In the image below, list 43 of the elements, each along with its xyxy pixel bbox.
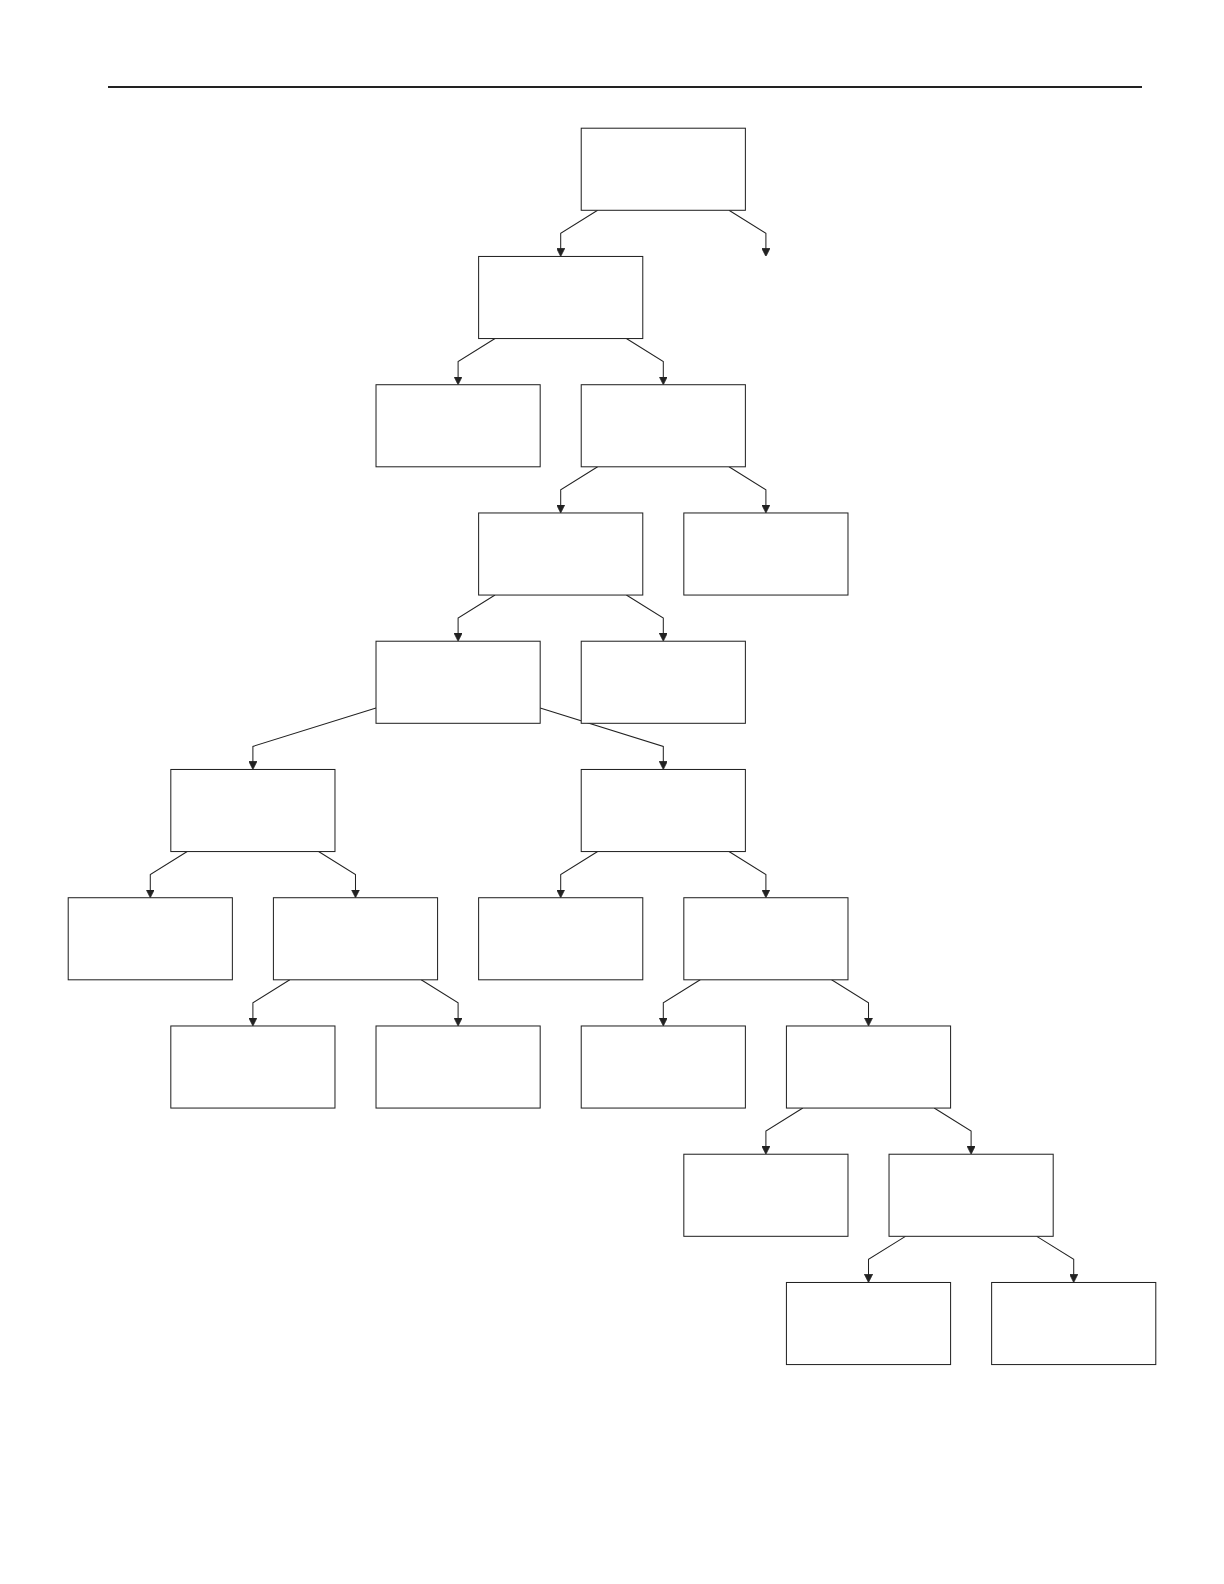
node-box bbox=[683, 512, 849, 596]
arrow bbox=[556, 209, 599, 257]
arrow bbox=[658, 979, 701, 1027]
arrow bbox=[453, 594, 496, 642]
node-box bbox=[170, 1025, 336, 1109]
node-box bbox=[580, 1025, 746, 1109]
node-box bbox=[478, 255, 644, 340]
arrow bbox=[145, 851, 188, 899]
node-box bbox=[375, 384, 541, 468]
node-box bbox=[785, 1281, 952, 1366]
arrow bbox=[933, 1107, 976, 1155]
node-box bbox=[785, 1025, 952, 1109]
node-box bbox=[888, 1153, 1054, 1237]
node-box bbox=[683, 897, 849, 981]
arrow bbox=[728, 209, 771, 257]
arrow bbox=[453, 338, 496, 386]
arrow bbox=[420, 979, 463, 1027]
arrow bbox=[864, 1235, 906, 1283]
arrow bbox=[728, 466, 771, 514]
arrow bbox=[318, 851, 360, 899]
arrow bbox=[625, 338, 668, 386]
arrow bbox=[248, 707, 377, 770]
arrow bbox=[831, 979, 873, 1027]
node-box bbox=[375, 640, 541, 724]
node-box bbox=[991, 1281, 1157, 1366]
node-box bbox=[478, 512, 644, 596]
arrow bbox=[761, 1107, 804, 1155]
node-box bbox=[272, 897, 439, 981]
node-box bbox=[478, 897, 644, 981]
node-box bbox=[170, 768, 336, 853]
arrow bbox=[556, 851, 599, 899]
arrow bbox=[556, 466, 599, 514]
node-box bbox=[580, 640, 746, 724]
arrow bbox=[728, 851, 771, 899]
arrow bbox=[248, 979, 291, 1027]
node-box bbox=[580, 384, 746, 468]
node-box bbox=[580, 127, 746, 211]
arrow bbox=[625, 594, 668, 642]
arrow bbox=[1036, 1235, 1079, 1283]
node-box bbox=[375, 1025, 541, 1109]
node-box bbox=[67, 897, 233, 981]
node-box bbox=[683, 1153, 849, 1237]
node-box bbox=[580, 768, 746, 853]
